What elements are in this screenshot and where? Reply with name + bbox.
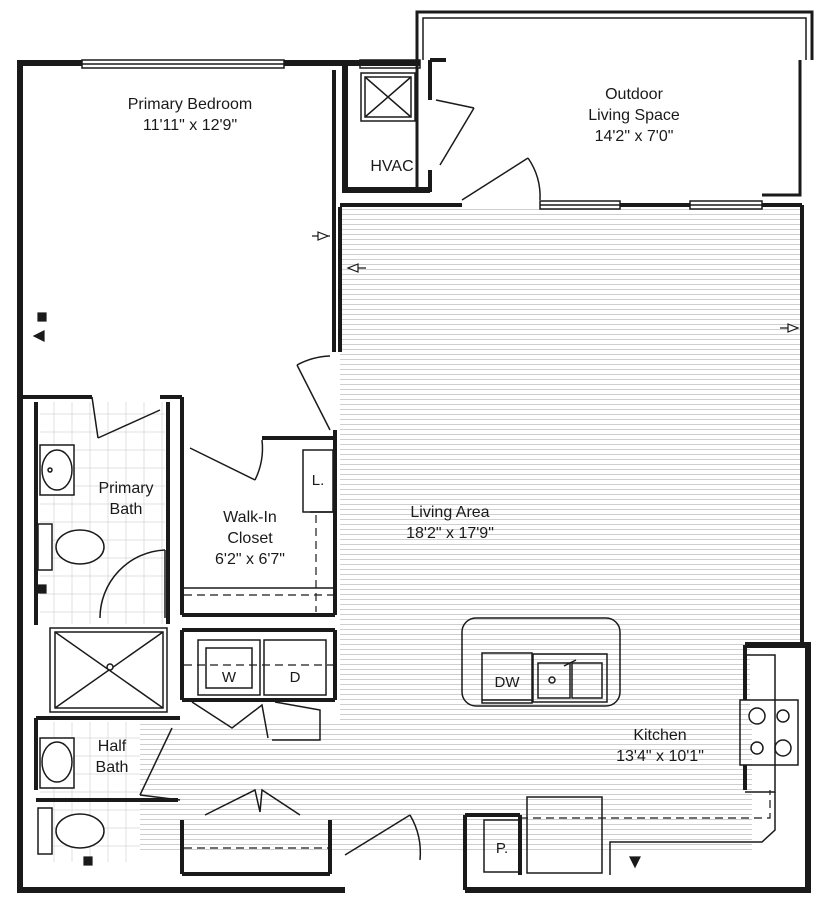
markers bbox=[32, 231, 800, 869]
washer-dryer bbox=[197, 639, 327, 696]
washer-label: W bbox=[221, 669, 237, 686]
half-bath-label: Half Bath bbox=[84, 736, 140, 778]
room-name: Half bbox=[97, 738, 127, 755]
living-area-floor bbox=[140, 207, 802, 852]
room-name: Primary bbox=[98, 480, 154, 497]
room-size: 13'4" x 10'1" bbox=[616, 748, 704, 765]
room-size: 6'2" x 6'7" bbox=[215, 551, 285, 568]
windows bbox=[81, 59, 763, 210]
pantry-label: P. bbox=[495, 840, 509, 857]
shelving bbox=[184, 515, 771, 849]
primary-bath-tile bbox=[40, 402, 165, 624]
walk-in-closet-label: Walk-In Closet 6'2" x 6'7" bbox=[200, 507, 300, 570]
balcony-railing bbox=[415, 10, 814, 197]
room-name: Closet bbox=[227, 530, 273, 547]
room-name: Kitchen bbox=[633, 727, 687, 744]
room-name: Living Space bbox=[588, 107, 680, 124]
kitchen-label: Kitchen 13'4" x 10'1" bbox=[590, 725, 730, 767]
linen-label: L. bbox=[311, 472, 325, 489]
cabinet-solid bbox=[184, 449, 334, 589]
living-area-label: Living Area 18'2" x 17'9" bbox=[380, 502, 520, 544]
interior-walls bbox=[22, 58, 804, 890]
exterior-walls bbox=[17, 60, 811, 893]
doors bbox=[91, 99, 541, 861]
room-name: Primary Bedroom bbox=[127, 96, 253, 113]
dishwasher-label: DW bbox=[494, 674, 520, 691]
room-size: 14'2" x 7'0" bbox=[594, 128, 674, 145]
bath-fixtures bbox=[37, 444, 168, 855]
primary-bath-label: Primary Bath bbox=[90, 478, 162, 520]
room-size: 18'2" x 17'9" bbox=[406, 525, 494, 542]
kitchen-counters bbox=[461, 617, 799, 875]
dryer-label: D bbox=[289, 669, 301, 686]
room-name: Outdoor bbox=[605, 86, 663, 103]
room-name: Bath bbox=[109, 501, 143, 518]
primary-bedroom-label: Primary Bedroom 11'11" x 12'9" bbox=[100, 94, 280, 136]
room-name: Walk-In bbox=[223, 509, 277, 526]
room-name: Living Area bbox=[410, 504, 490, 521]
hvac-label: HVAC bbox=[370, 158, 414, 175]
hvac-unit bbox=[360, 72, 416, 122]
outdoor-living-label: Outdoor Living Space 14'2" x 7'0" bbox=[554, 84, 714, 147]
room-size: 11'11" x 12'9" bbox=[142, 117, 238, 134]
room-name: Bath bbox=[95, 759, 129, 776]
